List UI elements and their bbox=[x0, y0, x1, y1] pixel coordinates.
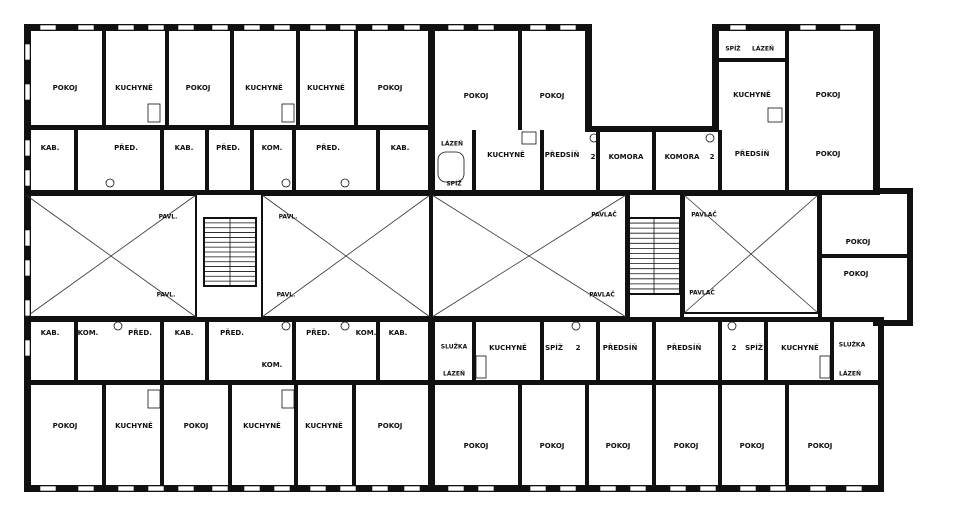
room-label: KOMORA bbox=[665, 153, 700, 161]
room-label: KUCHYNĚ bbox=[243, 421, 281, 430]
room-label: 2 bbox=[591, 153, 596, 161]
room-label: KOM. bbox=[356, 329, 377, 337]
room-label: KUCHYNĚ bbox=[487, 150, 525, 159]
room-labels: POKOJ KUCHYNĚ POKOJ KUCHYNĚ KUCHYNĚ POKO… bbox=[41, 45, 871, 451]
room-label: KUCHYNĚ bbox=[305, 421, 343, 430]
room-label: KUCHYNĚ bbox=[733, 90, 771, 99]
room-label: KAB. bbox=[391, 144, 410, 152]
room-label: PAVLAČ bbox=[589, 292, 615, 299]
room-label: POKOJ bbox=[844, 270, 869, 278]
room-label: PŘED. bbox=[220, 328, 244, 337]
room-label: POKOJ bbox=[816, 150, 841, 158]
room-label: KOMORA bbox=[609, 153, 644, 161]
room-label: PŘEDSÍŇ bbox=[667, 343, 702, 352]
room-label: POKOJ bbox=[378, 84, 403, 92]
room-label: POKOJ bbox=[184, 422, 209, 430]
room-label: POKOJ bbox=[674, 442, 699, 450]
room-label: PŘEDSÍŇ bbox=[545, 150, 580, 159]
room-label: KUCHYNĚ bbox=[245, 83, 283, 92]
room-label: POKOJ bbox=[808, 442, 833, 450]
room-label: POKOJ bbox=[816, 91, 841, 99]
room-label: KUCHYNĚ bbox=[115, 421, 153, 430]
room-label: 2 bbox=[732, 344, 737, 352]
room-label: PAVL. bbox=[277, 292, 296, 299]
room-label: KOM. bbox=[78, 329, 99, 337]
room-label: PAVL. bbox=[159, 214, 178, 221]
room-label: KUCHYNĚ bbox=[489, 343, 527, 352]
room-label: POKOJ bbox=[740, 442, 765, 450]
room-label: KAB. bbox=[389, 329, 408, 337]
room-label: PAVL. bbox=[279, 214, 298, 221]
room-label: SPÍŽ bbox=[545, 343, 563, 352]
room-label: POKOJ bbox=[53, 84, 78, 92]
room-label: KAB. bbox=[175, 329, 194, 337]
windows bbox=[24, 24, 863, 492]
room-label: POKOJ bbox=[540, 442, 565, 450]
room-label: POKOJ bbox=[540, 92, 565, 100]
room-label: KUCHYNĚ bbox=[781, 343, 819, 352]
staircases bbox=[203, 217, 681, 295]
room-label: SPÍŽ bbox=[446, 180, 462, 188]
room-label: SLUŽKA bbox=[441, 343, 468, 351]
room-label: KAB. bbox=[175, 144, 194, 152]
room-label: POKOJ bbox=[186, 84, 211, 92]
room-label: PŘED. bbox=[114, 143, 138, 152]
room-label: KOM. bbox=[262, 144, 283, 152]
fixtures bbox=[105, 103, 831, 409]
room-label: PŘED. bbox=[216, 143, 240, 152]
room-label: PŘEDSÍŇ bbox=[735, 149, 770, 158]
room-label: PAVLAČ bbox=[591, 212, 617, 219]
room-label: POKOJ bbox=[464, 442, 489, 450]
room-label: KOM. bbox=[262, 361, 283, 369]
room-label: PŘED. bbox=[306, 328, 330, 337]
room-label: POKOJ bbox=[53, 422, 78, 430]
room-label: LÁZEŇ bbox=[752, 45, 774, 53]
room-label: LÁZEŇ bbox=[839, 370, 861, 378]
room-label: PŘED. bbox=[128, 328, 152, 337]
room-label: POKOJ bbox=[378, 422, 403, 430]
room-label: SPÍŽ bbox=[745, 343, 763, 352]
internal-walls bbox=[24, 24, 908, 490]
room-label: 2 bbox=[710, 153, 715, 161]
room-label: KUCHYNĚ bbox=[307, 83, 345, 92]
room-label: 2 bbox=[576, 344, 581, 352]
room-label: POKOJ bbox=[846, 238, 871, 246]
room-label: PAVLAČ bbox=[691, 212, 717, 219]
room-label: KUCHYNĚ bbox=[115, 83, 153, 92]
room-label: LÁZEŇ bbox=[441, 140, 463, 148]
room-label: SPÍŽ bbox=[725, 45, 741, 53]
room-label: KAB. bbox=[41, 329, 60, 337]
room-label: KAB. bbox=[41, 144, 60, 152]
room-label: POKOJ bbox=[464, 92, 489, 100]
room-label: SLUŽKA bbox=[839, 341, 866, 349]
room-label: PAVLAČ bbox=[689, 290, 715, 297]
room-label: PAVL. bbox=[157, 292, 176, 299]
room-label: POKOJ bbox=[606, 442, 631, 450]
room-label: LÁZEŇ bbox=[443, 370, 465, 378]
room-label: PŘED. bbox=[316, 143, 340, 152]
room-label: PŘEDSÍŇ bbox=[603, 343, 638, 352]
